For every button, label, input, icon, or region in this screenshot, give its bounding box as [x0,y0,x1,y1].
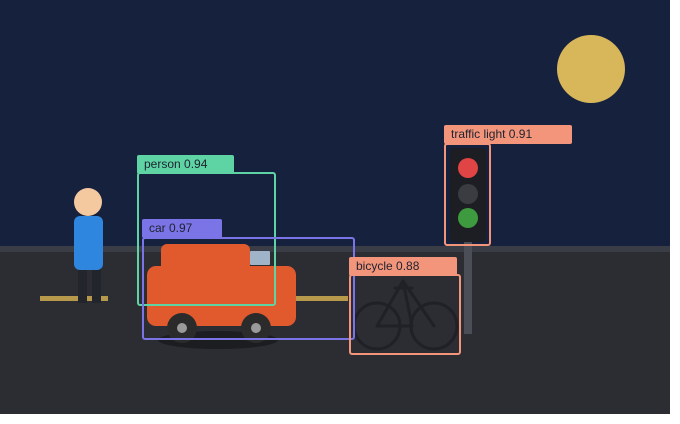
person-head [74,188,102,216]
person-right-leg [92,266,101,303]
car-window [250,251,270,265]
person-detection-label: person 0.94 [137,155,234,174]
person-left-leg [78,266,87,303]
sun [557,35,625,103]
traffic-light-amber-lamp [458,184,478,204]
bicycle-detection-label: bicycle 0.88 [349,257,457,276]
person-figure [74,188,103,303]
car-detection-label: car 0.97 [142,219,222,238]
bicycle-frame [375,279,436,328]
road-marking [296,296,348,301]
traffic-light-red-lamp [458,158,478,178]
car-rear-hub [251,323,261,333]
bicycle-bounding-box [349,274,461,355]
traffic-light-green-lamp [458,208,478,228]
car-body [147,266,296,326]
traffic-light-figure [450,148,486,334]
person-torso [74,216,103,270]
scene: person 0.94 car 0.97 bicycle 0.88 traffi… [0,0,670,414]
car-front-hub [177,323,187,333]
car-figure [147,244,296,349]
sky [0,0,670,248]
road-marking [40,296,108,301]
traffic-light-bounding-box [444,143,491,246]
scene-illustration [0,0,670,414]
car-bounding-box [142,237,355,340]
ground [0,248,670,414]
traffic-light-pole [464,242,472,334]
horizon-line [0,246,670,252]
traffic-light-detection-label: traffic light 0.91 [444,125,572,144]
